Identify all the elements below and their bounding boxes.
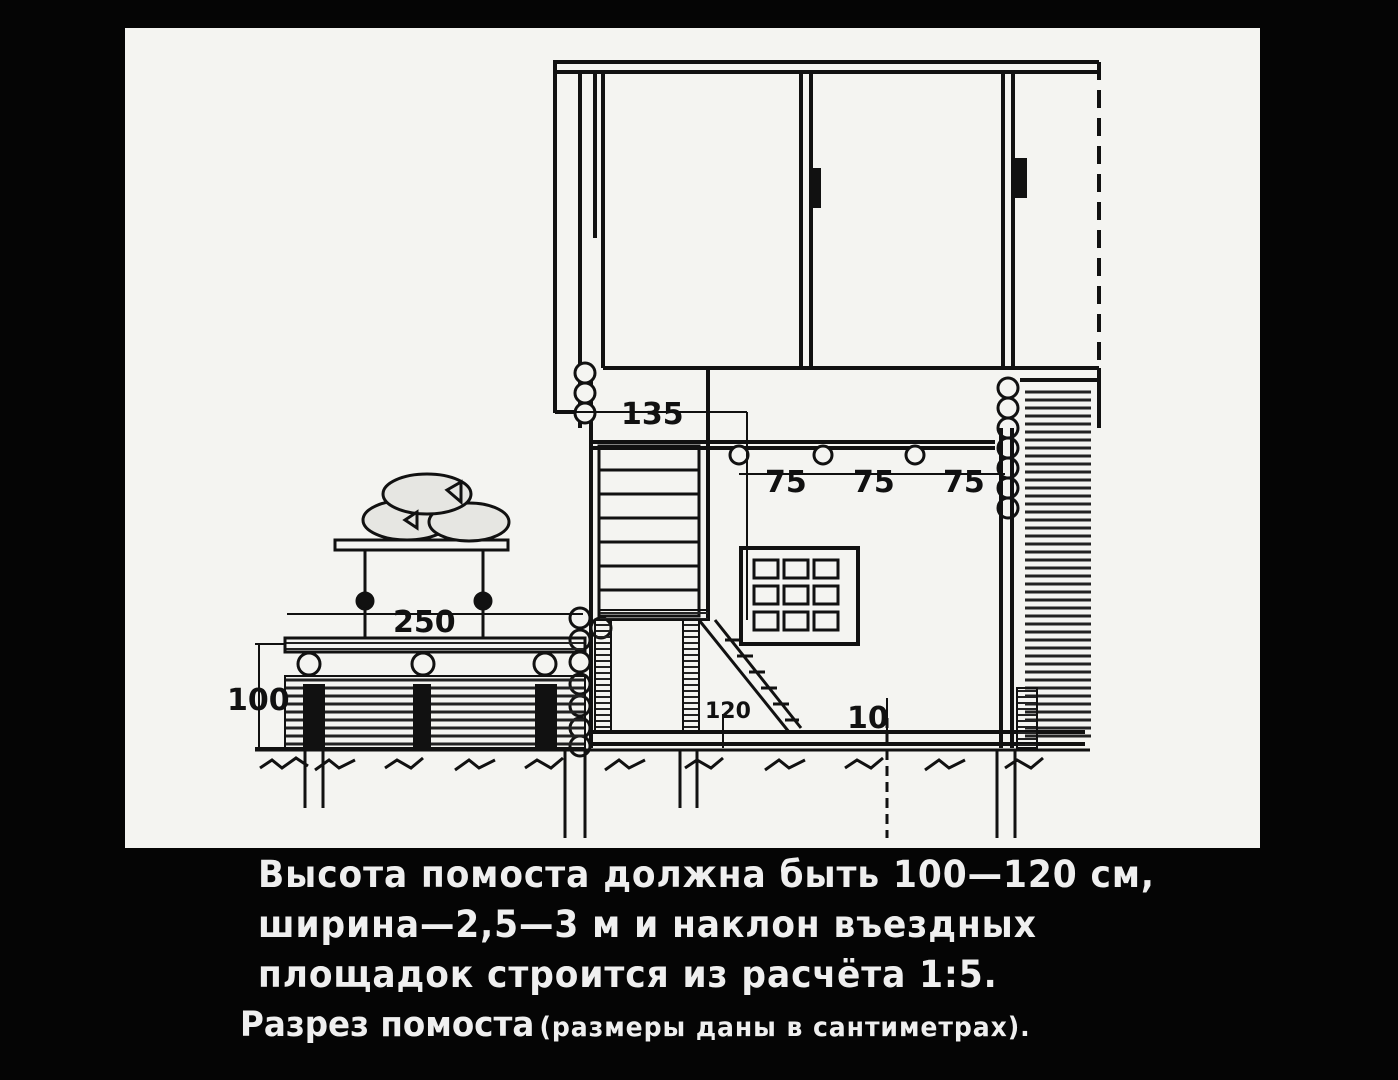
- platform-section-drawing: 135 75 75 75 250 100 120 10: [125, 28, 1260, 848]
- door-handle-right: [1015, 158, 1027, 198]
- ladder: [597, 444, 701, 618]
- dim-10: 10: [847, 701, 889, 736]
- deck-post-1: [594, 619, 612, 733]
- entry-ramp: [697, 619, 803, 733]
- deck-support-2: [413, 684, 431, 748]
- dim-100: 100: [227, 683, 290, 718]
- barn-window: [739, 546, 860, 646]
- dim-135: 135: [621, 397, 684, 432]
- dim-75-second: 75: [853, 465, 895, 500]
- caption-text: Высота помоста должна быть 100—120 см, ш…: [258, 850, 1155, 1000]
- ground-line: [255, 718, 1090, 838]
- cart-with-sacks: [333, 472, 511, 638]
- caption-line-3: площадок строится из расчёта 1:5.: [258, 953, 998, 996]
- dimension-lines: [255, 411, 1005, 749]
- dim-75-third: 75: [943, 465, 985, 500]
- ceiling-beams: [728, 444, 926, 466]
- drawing-title-note: (размеры даны в сантиметрах).: [539, 1012, 1031, 1043]
- deck-support-3: [535, 684, 557, 748]
- dim-120: 120: [705, 699, 751, 724]
- drawing-title-main: Разрез помоста: [240, 1005, 535, 1045]
- deck-logs: [296, 651, 558, 677]
- drawing-title: Разрез помоста (размеры даны в сантиметр…: [240, 1005, 1031, 1045]
- door-handle-left: [809, 168, 821, 208]
- right-log-wall: [996, 376, 1020, 520]
- dim-250: 250: [393, 605, 456, 640]
- lower-deck-beam: [598, 609, 710, 621]
- caption-line-1: Высота помоста должна быть 100—120 см,: [258, 853, 1155, 896]
- right-board-cladding: [1025, 388, 1091, 738]
- dim-75-first: 75: [765, 465, 807, 500]
- deck-post-2: [682, 619, 700, 733]
- loading-deck-top: [283, 636, 587, 654]
- deck-support-1: [303, 684, 325, 748]
- right-post-footing: [1016, 687, 1038, 749]
- upper-room: [553, 60, 1101, 428]
- caption-line-2: ширина—2,5—3 м и наклон въездных: [258, 903, 1037, 946]
